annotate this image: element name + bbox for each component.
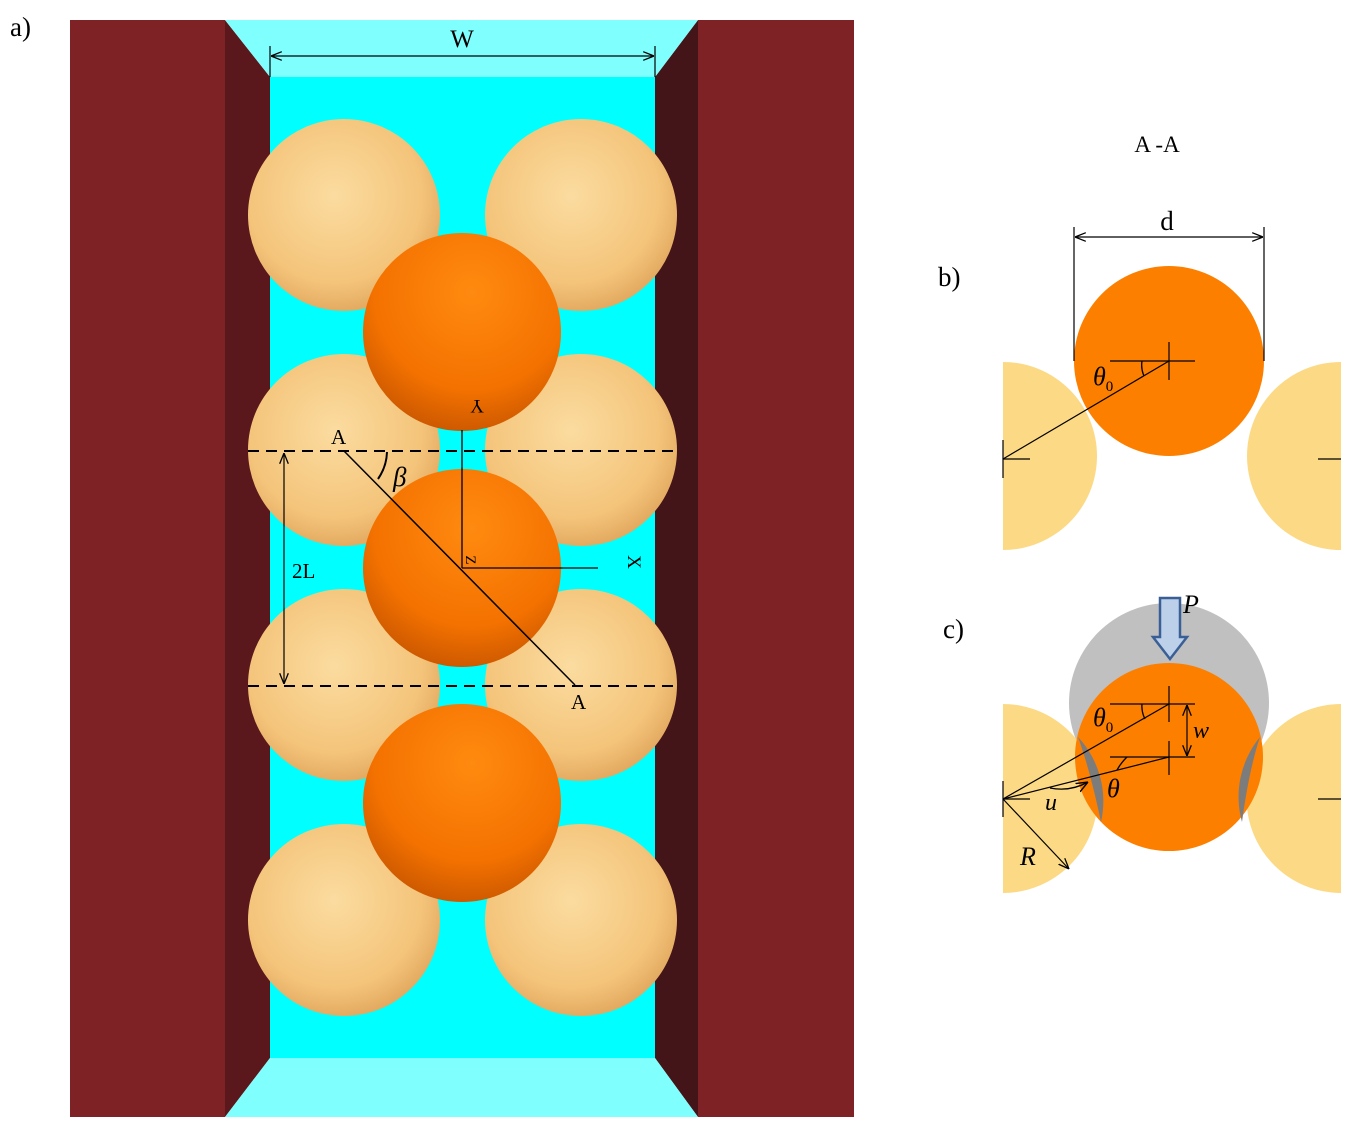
section-cut-line <box>343 450 576 686</box>
radius-line <box>1002 798 1069 869</box>
panel-b-tag: b) <box>938 262 961 292</box>
axis-x-label: X <box>623 555 644 569</box>
radius-label: R <box>1019 842 1036 871</box>
panel-b: A -A b) d θ0 <box>938 132 1341 550</box>
inner-sphere <box>363 233 561 431</box>
axis-z-label: Z <box>462 555 478 564</box>
theta0-arc <box>1141 703 1146 720</box>
contact-line <box>1002 360 1170 460</box>
right-wall <box>698 20 854 1117</box>
theta-arc <box>1116 756 1128 771</box>
width-label: W <box>450 26 474 53</box>
overlap-right <box>1238 737 1260 822</box>
channel-bottom-face <box>225 1058 698 1117</box>
panel-a: a) W <box>10 12 854 1117</box>
section-label-top: A <box>331 425 347 449</box>
initial-contact-line <box>1002 703 1170 800</box>
panel-c-tag: c) <box>943 614 964 644</box>
panel-c: c) P w θ0 θ u R <box>943 590 1341 893</box>
deflection-label: w <box>1193 718 1209 744</box>
theta0-label: θ0 <box>1093 362 1113 395</box>
inner-sphere <box>363 704 561 902</box>
left-wall-inner-face <box>225 20 270 1117</box>
displaced-contact-line <box>1002 756 1170 800</box>
channel-top-face <box>225 20 698 77</box>
outer-section-right <box>1246 704 1341 893</box>
panel-a-tag: a) <box>10 12 31 42</box>
right-wall-inner-face <box>655 20 698 1117</box>
axis-y-label: Y <box>470 395 484 416</box>
outer-sphere <box>485 824 677 1016</box>
theta0-label: θ0 <box>1093 703 1113 736</box>
outer-section-left <box>1003 362 1097 550</box>
diameter-label: d <box>1160 206 1174 236</box>
beta-label: β <box>392 462 407 492</box>
u-arc <box>1049 782 1088 789</box>
theta-label: θ <box>1107 774 1120 803</box>
theta0-arc <box>1141 360 1145 377</box>
overlap-left <box>1078 737 1104 822</box>
section-label-bottom: A <box>571 690 587 714</box>
beta-arc <box>377 451 388 480</box>
outer-sphere <box>485 119 677 311</box>
pitch-label: 2L <box>292 559 315 583</box>
left-wall <box>70 20 225 1117</box>
load-label: P <box>1182 590 1199 619</box>
load-arrow <box>1150 596 1190 662</box>
u-label: u <box>1045 790 1057 816</box>
section-title: A -A <box>1134 132 1180 157</box>
outer-section-right <box>1247 362 1341 550</box>
outer-section-left <box>1003 704 1098 893</box>
